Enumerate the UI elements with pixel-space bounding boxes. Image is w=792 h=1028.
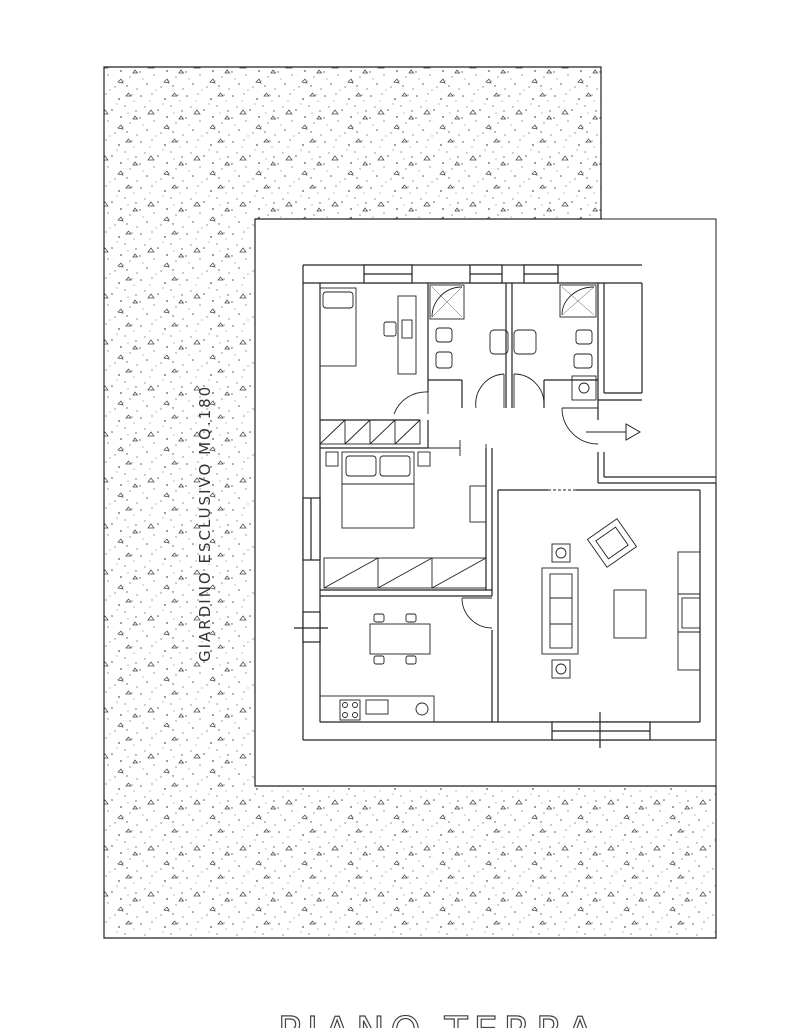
wardrobe	[319, 419, 421, 445]
lamp-icon	[551, 543, 571, 563]
bidet-icon	[435, 327, 453, 343]
entrance-arrow-icon	[586, 423, 642, 441]
shower-icon	[559, 284, 597, 318]
garden-area	[103, 66, 717, 939]
door-swings	[393, 373, 599, 629]
wardrobe	[323, 557, 487, 589]
bidet-icon	[575, 329, 593, 345]
dining-table-icon	[369, 613, 431, 665]
apartment-walls	[294, 264, 717, 748]
toilet-icon	[435, 351, 453, 369]
stove-icon	[339, 699, 361, 721]
shower-icon	[429, 284, 465, 320]
living-room	[541, 518, 701, 679]
tv-cabinet	[677, 551, 701, 671]
coffee-table-icon	[613, 589, 647, 639]
kitchen	[319, 613, 435, 723]
sink-icon	[513, 329, 537, 355]
bathroom-left	[429, 284, 509, 369]
sink-icon	[489, 329, 509, 355]
plan-title: PIANO TERRA	[278, 1009, 599, 1028]
bed-icon	[319, 287, 357, 367]
desk-icon	[397, 295, 417, 375]
garden-label: GIARDINO ESCLUSIVO MQ.180	[196, 385, 214, 662]
chair-icon	[383, 321, 397, 337]
single-bedroom	[319, 287, 421, 445]
armchair-icon	[586, 518, 638, 568]
double-bed-icon	[341, 451, 415, 529]
lamp-icon	[551, 659, 571, 679]
double-bedroom	[323, 451, 487, 589]
bathroom-right	[513, 284, 597, 401]
sofa-icon	[541, 567, 579, 655]
toilet-icon	[573, 353, 593, 369]
